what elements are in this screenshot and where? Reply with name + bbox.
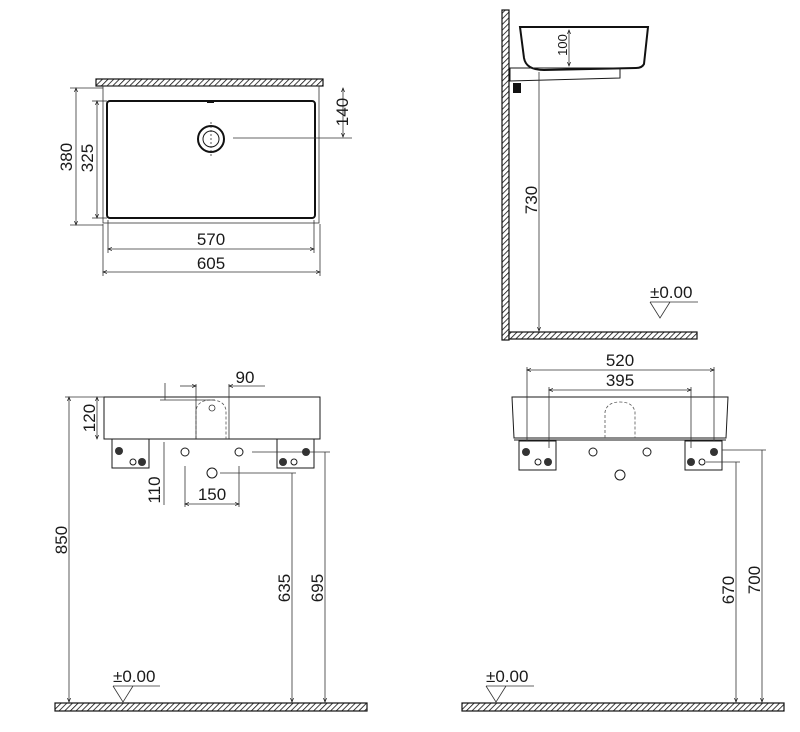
level-marker-icon <box>649 301 698 319</box>
bracket-left <box>518 440 557 471</box>
dim-tap-offset: 90 <box>236 368 255 387</box>
basin-front <box>511 396 729 439</box>
floor-section <box>54 702 368 712</box>
dim-supply-height: 695 <box>308 574 327 602</box>
bracket-left <box>111 438 150 469</box>
dim-inner-depth: 325 <box>78 144 97 172</box>
floor-section <box>461 702 785 712</box>
dim-total-height: 850 <box>52 526 71 554</box>
floor-level-label: ±0.00 <box>486 667 528 686</box>
level-marker-icon <box>112 685 160 703</box>
dim-bottom-height: 730 <box>522 186 541 214</box>
dim-basin-height: 120 <box>80 404 99 432</box>
dim-hole-spacing: 150 <box>198 485 226 504</box>
bracket-right <box>276 438 315 469</box>
dim-inner-width: 570 <box>197 230 225 249</box>
dim-overall-depth: 380 <box>57 143 76 171</box>
dim-upper-fixing-height: 700 <box>745 566 764 594</box>
top-view: 140 380 325 570 605 <box>57 78 352 276</box>
dim-overall-width: 605 <box>197 254 225 273</box>
dim-bracket-outer: 520 <box>606 351 634 370</box>
dim-bracket-inner: 395 <box>606 371 634 390</box>
bracket-right <box>684 440 723 471</box>
basin-profile <box>518 26 650 72</box>
wall-section <box>95 78 324 87</box>
dim-bracket-to-hole: 110 <box>145 476 164 503</box>
dim-bowl-depth: 100 <box>555 34 570 56</box>
dim-drain-height: 635 <box>275 574 294 602</box>
floor-level-label: ±0.00 <box>113 667 155 686</box>
dim-drain-from-wall: 140 <box>333 98 352 126</box>
front-view-right: 520 395 670 700 ±0.00 <box>461 351 785 712</box>
floor-level-label: ±0.00 <box>650 283 692 302</box>
floor-section <box>508 331 698 340</box>
wall-section <box>501 9 510 341</box>
side-view: 100 730 ±0.00 <box>501 9 698 341</box>
front-view-left: 90 120 110 150 850 635 695 ±0.00 <box>52 368 368 712</box>
dim-lower-fixing-height: 670 <box>719 576 738 604</box>
basin-outline <box>102 85 320 224</box>
level-marker-icon <box>485 685 534 703</box>
basin-front <box>103 396 321 440</box>
basin-inner-rim <box>106 100 316 219</box>
